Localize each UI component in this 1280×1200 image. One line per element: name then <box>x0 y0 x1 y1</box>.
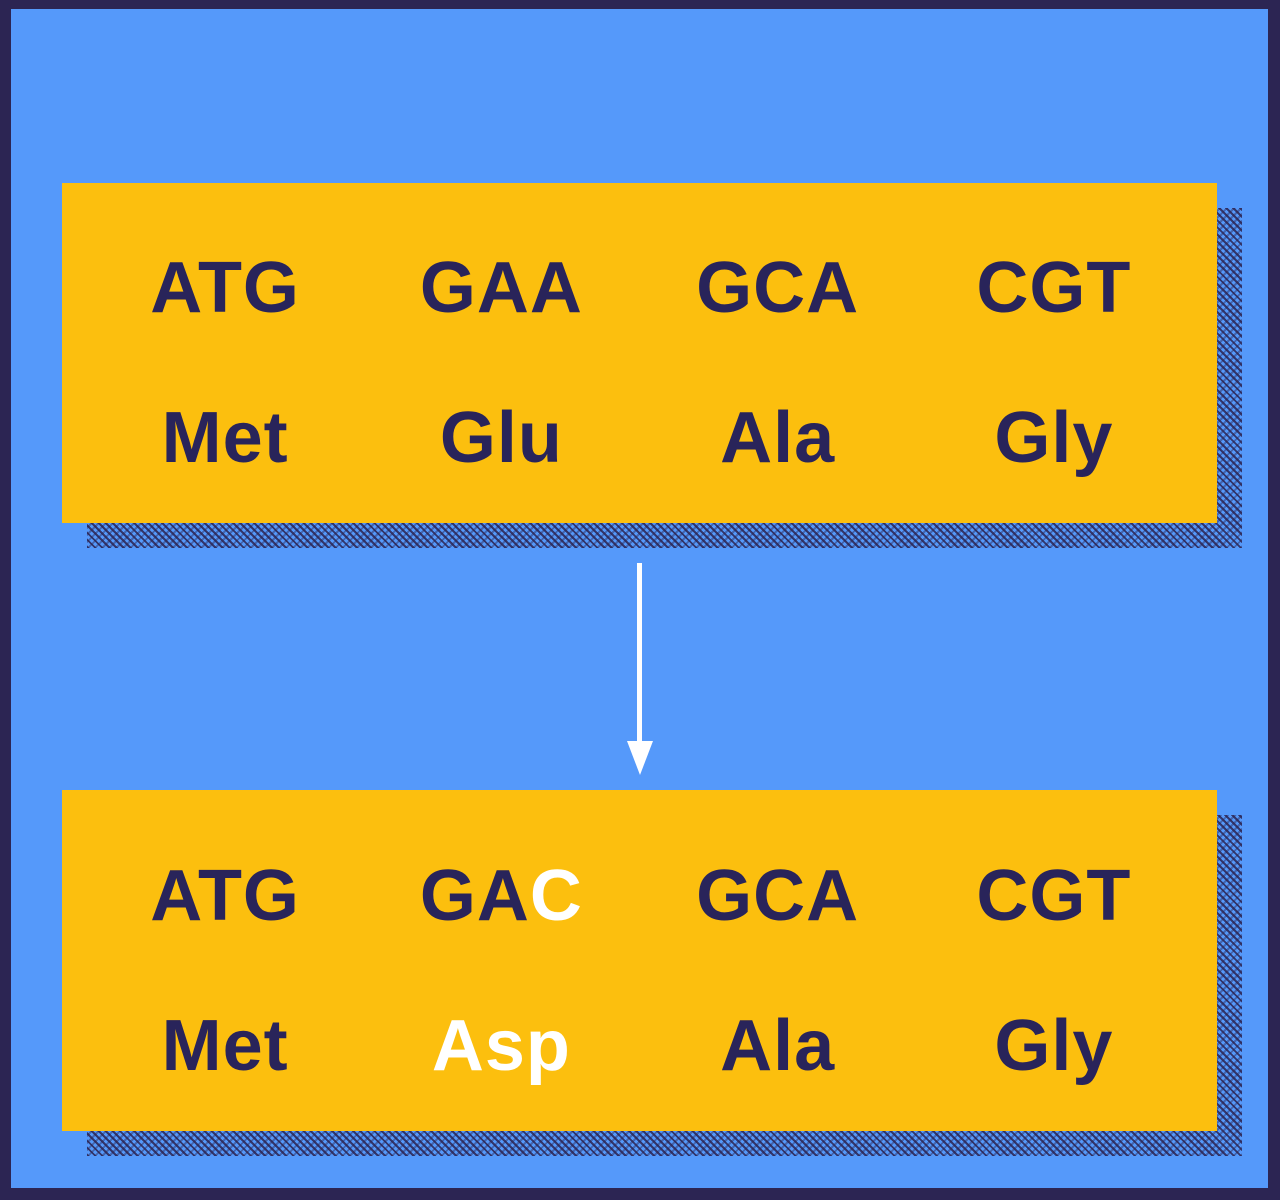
mutated-amino-row: Met Asp Ala Gly <box>87 1010 1192 1082</box>
amino-mutated-4: Gly <box>994 1005 1114 1086</box>
codon-original-1: ATG <box>150 248 300 329</box>
codon-original-2: GAA <box>419 248 583 329</box>
amino-mutated-1: Met <box>161 1005 289 1086</box>
codon-text: CGT <box>976 855 1132 936</box>
amino-mutated-3: Ala <box>720 1005 836 1086</box>
codon-mutated-2: GAC <box>363 860 639 932</box>
codon-original-4: CGT <box>976 248 1132 329</box>
codon-original-3: GCA <box>696 248 860 329</box>
codon-text: GA <box>419 855 530 936</box>
codon-mutated-1: ATG <box>87 860 363 932</box>
down-arrow-icon <box>615 560 665 778</box>
mutated-codon-row: ATG GAC GCA CGT <box>87 860 1192 932</box>
amino-original-1: Met <box>161 398 289 478</box>
original-codon-row: ATG GAA GCA CGT <box>87 252 1192 324</box>
amino-original-4: Gly <box>994 398 1114 478</box>
amino-original-2: Glu <box>439 398 563 478</box>
codon-mutated-4: CGT <box>916 860 1192 932</box>
amino-mutated-2-highlighted: Asp <box>431 1005 571 1086</box>
codon-text: GCA <box>696 855 860 936</box>
arrow-shaft <box>637 563 642 743</box>
amino-original-3: Ala <box>720 398 836 478</box>
mutated-sequence-panel: ATG GAC GCA CGT Met Asp Ala Gly <box>62 790 1217 1131</box>
arrow-head <box>627 741 653 775</box>
original-sequence-panel: ATG GAA GCA CGT Met Glu Ala Gly <box>62 183 1217 523</box>
mutated-base-highlight: C <box>529 855 583 936</box>
codon-mutated-3: GCA <box>640 860 916 932</box>
codon-text: ATG <box>150 855 300 936</box>
original-amino-row: Met Glu Ala Gly <box>87 402 1192 474</box>
